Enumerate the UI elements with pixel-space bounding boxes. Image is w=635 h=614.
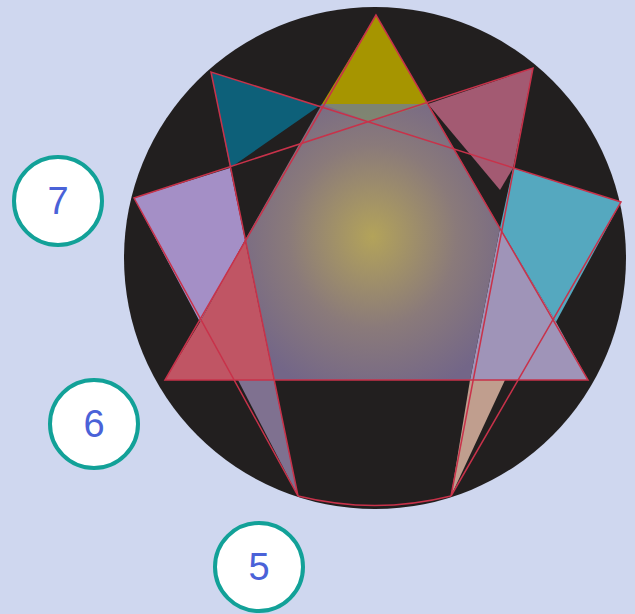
callout-circle: 5 xyxy=(211,519,307,614)
callout-number: 6 xyxy=(83,405,104,443)
callout-number: 5 xyxy=(248,548,269,586)
callout-number: 7 xyxy=(47,182,68,220)
callout-circle: 7 xyxy=(10,153,106,249)
callout-circle: 6 xyxy=(46,376,142,472)
